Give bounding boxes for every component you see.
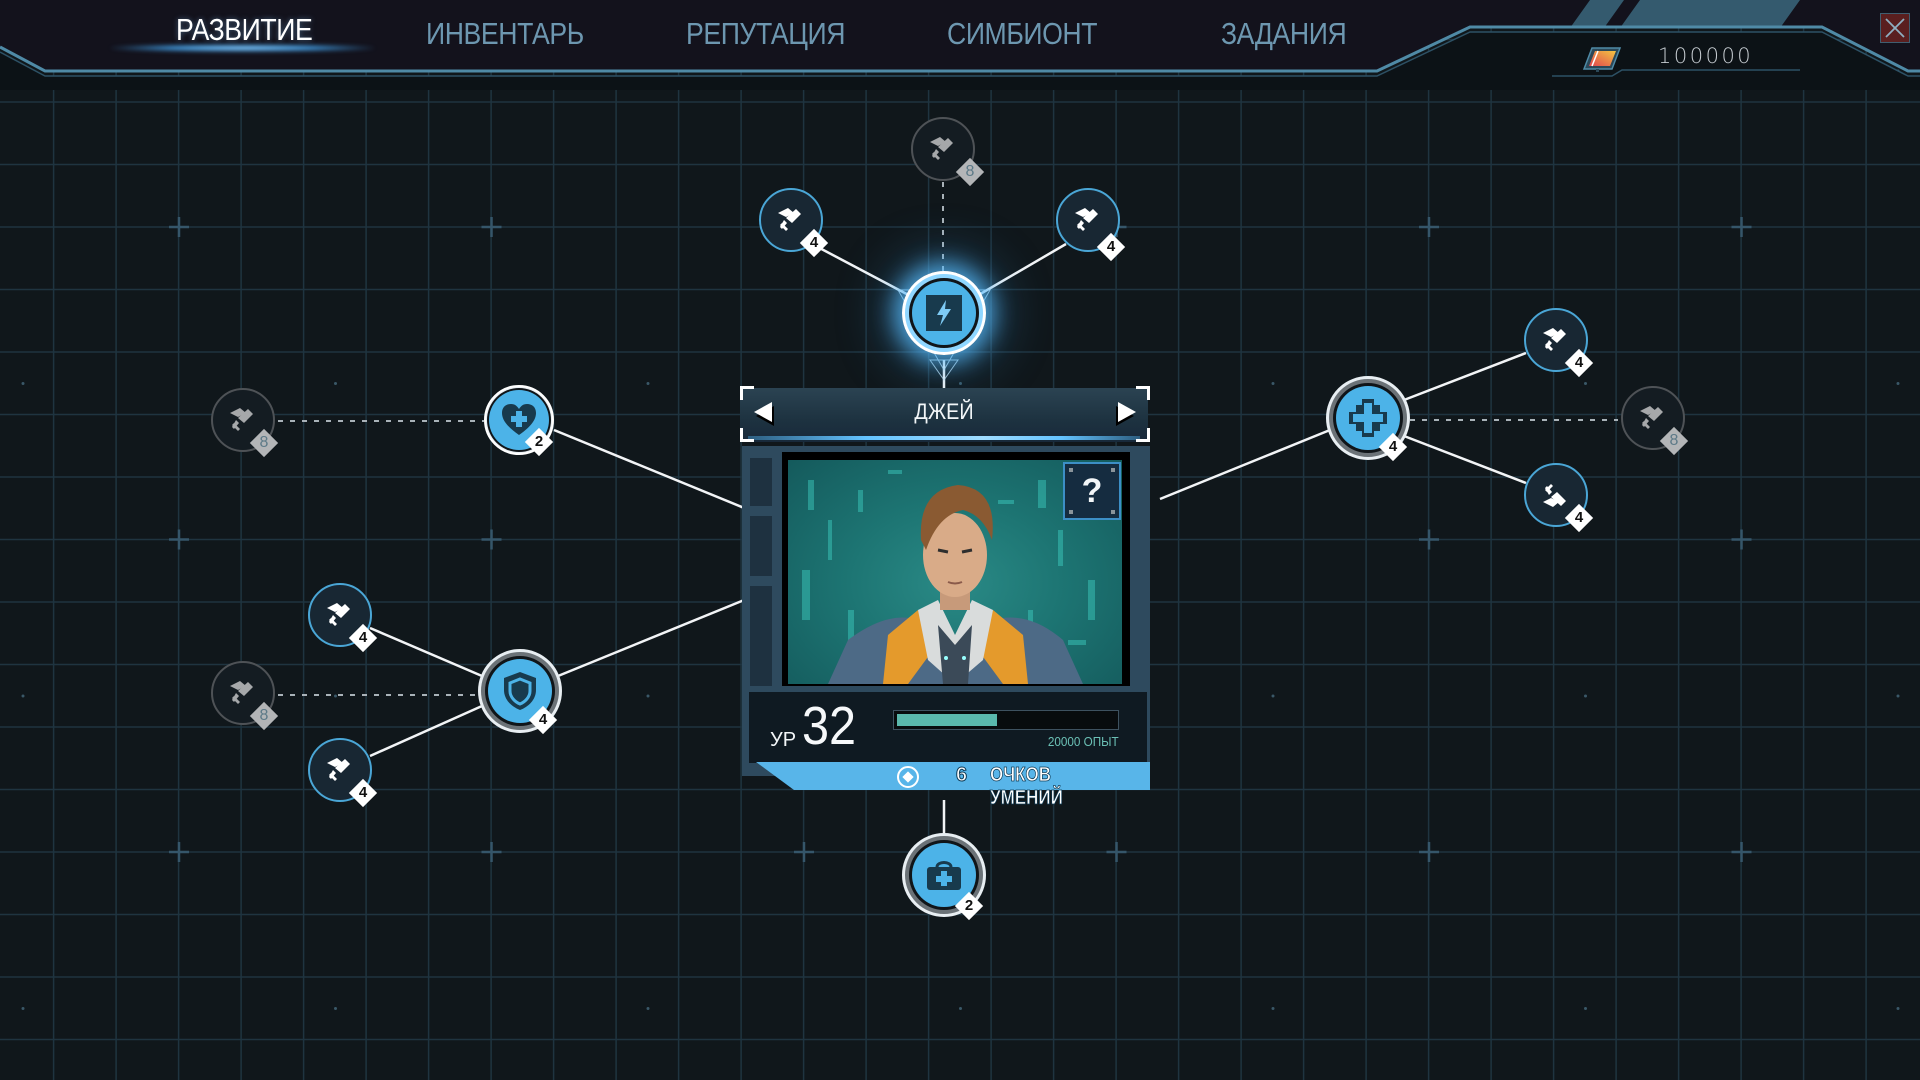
- medkit-icon: [927, 861, 961, 890]
- skill-node-energy-3-locked[interactable]: 8: [911, 117, 985, 187]
- tab-development[interactable]: РАЗВИТИЕ: [176, 12, 313, 47]
- level-value: 32: [802, 696, 857, 756]
- cross-icon: [1349, 399, 1387, 437]
- skill-cost-badge: 4: [1564, 348, 1594, 378]
- header-bar: [0, 0, 1920, 90]
- xp-text: 20000 ОПЫТ: [1048, 734, 1119, 749]
- skill-node-energy-root[interactable]: [902, 271, 986, 355]
- tab-quests[interactable]: ЗАДАНИЯ: [1221, 16, 1347, 51]
- skill-cost-badge: 4: [348, 778, 378, 808]
- skill-cost-badge: 4: [348, 623, 378, 653]
- tab-reputation[interactable]: РЕПУТАЦИЯ: [686, 16, 846, 51]
- heart-plus-icon: [502, 404, 536, 435]
- help-button[interactable]: ?: [1063, 462, 1121, 520]
- skill-node-heart-1-locked[interactable]: 8: [211, 388, 279, 458]
- skill-node-energy-2[interactable]: 4: [1056, 188, 1126, 262]
- lightning-icon: [926, 295, 962, 331]
- sword-icon: [1543, 484, 1566, 507]
- skill-node-energy-1[interactable]: 4: [759, 188, 829, 258]
- skill-cost-badge: 2: [954, 891, 984, 921]
- skill-node-shield-3[interactable]: 4: [308, 738, 378, 808]
- character-name: ДЖЕЙ: [914, 399, 974, 424]
- xp-bar-fill: [897, 714, 998, 726]
- skill-cost-badge: 4: [528, 705, 558, 735]
- next-character-button[interactable]: [1112, 400, 1138, 428]
- sword-icon: [1543, 328, 1566, 351]
- skill-points-label: ОЧКОВ УМЕНИЙ: [990, 764, 1063, 810]
- skill-node-heart-root[interactable]: 2: [484, 385, 554, 457]
- skill-node-heal-3[interactable]: 4: [1524, 463, 1594, 533]
- skill-cost-badge: 2: [524, 427, 554, 457]
- character-portrait: [788, 460, 1122, 684]
- tab-inventory[interactable]: ИНВЕНТАРЬ: [426, 16, 584, 51]
- skill-points-bar: [756, 762, 1150, 790]
- character-card: ? ДЖЕЙ УР 32 20000 ОПЫТ 6 ОЧКОВ УМЕНИЙ: [740, 386, 1150, 809]
- skill-cost-badge: 4: [1564, 503, 1594, 533]
- skill-cost-badge: 8: [955, 157, 985, 187]
- header-glow: [748, 436, 1140, 440]
- currency-value: 100000: [1658, 44, 1754, 68]
- skill-cost-badge: 4: [799, 228, 829, 258]
- skill-points-count: 6: [955, 764, 968, 787]
- skill-cost-badge: 8: [249, 701, 279, 731]
- skill-node-heal-2-locked[interactable]: 8: [1621, 386, 1689, 456]
- skill-cost-badge: 8: [1659, 426, 1689, 456]
- sword-icon: [327, 603, 350, 626]
- active-tab-indicator: [110, 44, 375, 52]
- skill-cost-badge: 4: [1096, 232, 1126, 262]
- skill-node-medkit-root[interactable]: 2: [902, 833, 986, 921]
- xp-bar: [893, 710, 1119, 730]
- skill-point-icon: [897, 766, 919, 788]
- skill-node-heal-root[interactable]: 4: [1326, 376, 1410, 462]
- level-label: УР: [770, 729, 797, 751]
- sword-icon: [230, 681, 253, 704]
- portrait-art: [802, 470, 1095, 684]
- skill-node-shield-root[interactable]: 4: [478, 649, 562, 735]
- character-selector: [740, 388, 1148, 442]
- close-button[interactable]: [1880, 13, 1910, 43]
- close-icon: [1885, 18, 1905, 38]
- help-label: ?: [1081, 472, 1103, 510]
- skill-cost-badge: 8: [249, 428, 279, 458]
- credit-card-icon: [1582, 47, 1622, 72]
- sword-icon: [230, 408, 253, 431]
- tab-symbiont[interactable]: СИМБИОНТ: [947, 16, 1098, 51]
- sword-icon: [778, 208, 801, 231]
- shield-icon: [504, 672, 536, 710]
- sword-icon: [1075, 208, 1098, 231]
- skill-cost-badge: 4: [1378, 432, 1408, 462]
- sword-icon: [930, 137, 953, 160]
- skill-node-shield-2-locked[interactable]: 8: [211, 661, 279, 731]
- skill-node-shield-1[interactable]: 4: [308, 583, 378, 653]
- skill-node-heal-1[interactable]: 4: [1524, 308, 1594, 378]
- sword-icon: [1640, 406, 1663, 429]
- prev-character-button[interactable]: [752, 400, 778, 428]
- sword-icon: [327, 758, 350, 781]
